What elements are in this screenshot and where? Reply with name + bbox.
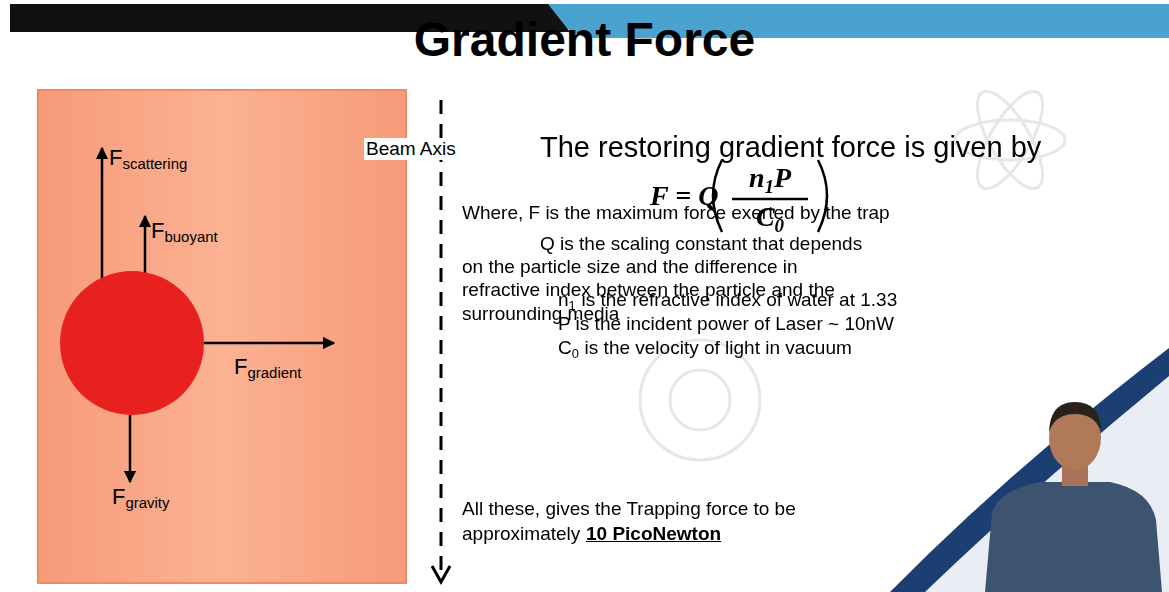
- lead-text: The restoring gradient force is given by: [540, 132, 1060, 162]
- definition: n1 is the refractive index of water at 1.…: [558, 289, 897, 314]
- definition: Q is the scaling constant that depends o…: [462, 232, 864, 325]
- label-text: P is the incident power of Laser ~ 10nW: [558, 313, 894, 334]
- axis-label: Beam Axis: [364, 138, 458, 160]
- force-label: Fbuoyant: [151, 218, 218, 246]
- subscript: 1: [569, 298, 576, 313]
- label-text: F: [109, 145, 122, 170]
- definition: P is the incident power of Laser ~ 10nW: [558, 313, 894, 335]
- label-text: n: [749, 162, 765, 193]
- subscript: buoyant: [164, 228, 217, 245]
- label-text: P: [774, 162, 791, 193]
- force-label: Fgravity: [112, 484, 170, 512]
- subscript: 1: [764, 176, 774, 197]
- particle: [60, 271, 204, 415]
- label-text: is the velocity of light in vacuum: [585, 337, 852, 358]
- definition: C0 is the velocity of light in vacuum: [558, 337, 852, 362]
- formula-numerator: n1P: [732, 162, 808, 198]
- presenter: [890, 348, 1169, 592]
- label-text: F: [112, 484, 125, 509]
- force-label: Fscattering: [109, 145, 187, 173]
- label-text: F: [151, 218, 164, 243]
- subscript: scattering: [122, 155, 187, 172]
- label-text: F: [234, 354, 247, 379]
- subscript: gradient: [247, 364, 301, 381]
- label-text: The restoring gradient force is given by: [540, 131, 1041, 163]
- label-text: Beam Axis: [366, 138, 456, 159]
- beam-axis: [432, 100, 450, 582]
- label-text: 10 PicoNewton: [586, 523, 721, 544]
- subscript: gravity: [125, 494, 169, 511]
- subscript: 0: [572, 346, 579, 361]
- label-text: is the refractive index of water at 1.33: [581, 289, 897, 310]
- conclusion: All these, gives the Trapping force to b…: [462, 497, 902, 546]
- slide-title: Gradient Force: [0, 14, 1169, 67]
- force-label: Fgradient: [234, 354, 302, 382]
- label-text: C: [558, 337, 572, 358]
- beam-region: [38, 90, 406, 583]
- label-text: Where, F is the maximum force exerted by…: [462, 202, 890, 223]
- label-text: n: [558, 289, 569, 310]
- definition: Where, F is the maximum force exerted by…: [462, 202, 890, 224]
